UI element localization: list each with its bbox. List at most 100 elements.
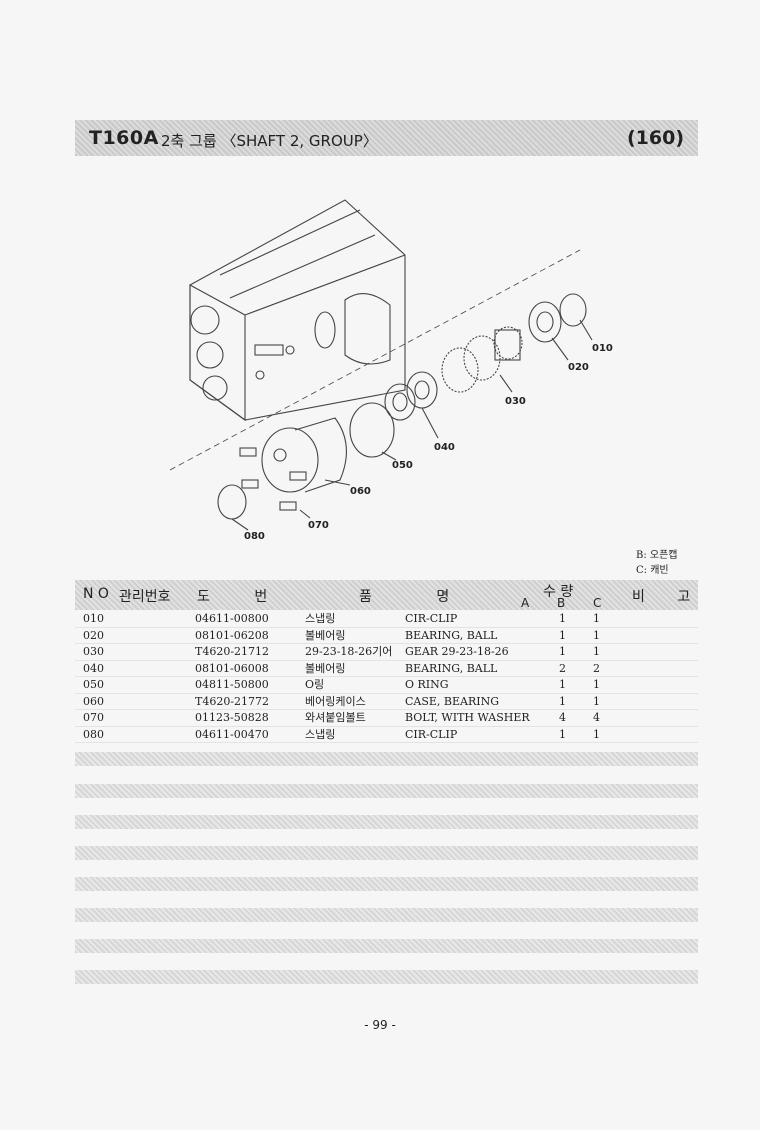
cell-korean-name: 와셔붙임볼트 xyxy=(305,711,366,724)
table-row: 070 01123-50828 와셔붙임볼트 BOLT, WITH WASHER… xyxy=(75,710,698,727)
header-part-name: 품 명 xyxy=(359,589,450,605)
blank-row-band xyxy=(75,939,698,953)
header-mgmt-number: 관리번호 xyxy=(119,589,171,605)
cell-english-name: CASE, BEARING xyxy=(405,694,500,708)
cell-english-name: CIR-CLIP xyxy=(405,612,458,625)
cell-korean-name: 볼베어링 xyxy=(305,628,346,642)
cell-english-name: GEAR 29-23-18-26 xyxy=(405,645,509,658)
cell-no: 020 xyxy=(83,628,104,642)
blank-row-band xyxy=(75,752,698,766)
cell-no: 040 xyxy=(83,661,104,675)
cell-no: 010 xyxy=(83,612,104,625)
cell-qty-c: 1 xyxy=(593,645,600,658)
cell-part-number: 08101-06008 xyxy=(195,661,269,675)
gear-030 xyxy=(441,326,523,393)
callout-060: 060 xyxy=(350,486,371,497)
blank-row-band xyxy=(75,784,698,798)
cell-part-number: T4620-21712 xyxy=(195,645,270,658)
header-drawing-number: 도 번 xyxy=(197,589,268,605)
blank-row-band xyxy=(75,846,698,860)
cell-korean-name: 베어링케이스 xyxy=(305,694,366,708)
cell-english-name: CIR-CLIP xyxy=(405,727,458,741)
callout-080: 080 xyxy=(244,531,265,542)
callout-010: 010 xyxy=(592,343,613,354)
circlip-080 xyxy=(217,484,247,520)
cell-qty-c: 1 xyxy=(593,678,600,691)
header-qty-b: B xyxy=(557,596,566,610)
callout-070: 070 xyxy=(308,520,329,531)
bearing-case-060 xyxy=(261,417,347,493)
table-row: 020 08101-06208 볼베어링 BEARING, BALL 1 1 xyxy=(75,628,698,644)
blank-row-band xyxy=(75,970,698,984)
legend-c: C: 캐빈 xyxy=(636,565,669,576)
cell-qty-c: 1 xyxy=(593,727,600,741)
o-ring-050 xyxy=(349,402,395,458)
cell-part-number: 08101-06208 xyxy=(195,628,269,642)
bolts-070 xyxy=(239,447,307,511)
cell-korean-name: 스냅링 xyxy=(305,612,336,625)
parts-table: 010 04611-00800 스냅링 CIR-CLIP 1 1 020 081… xyxy=(75,611,698,743)
table-row: 060 T4620-21772 베어링케이스 CASE, BEARING 1 1 xyxy=(75,694,698,710)
cell-no: 080 xyxy=(83,727,104,741)
cell-no: 060 xyxy=(83,694,104,708)
cell-english-name: BOLT, WITH WASHER xyxy=(405,711,530,724)
cell-part-number: T4620-21772 xyxy=(195,694,270,708)
cell-english-name: BEARING, BALL xyxy=(405,661,498,675)
legend: B: 오픈캡 C: 캐빈 xyxy=(636,548,678,578)
table-row: 030 T4620-21712 29-23-18-26기어 GEAR 29-23… xyxy=(75,644,698,661)
cell-qty-b: 1 xyxy=(559,628,566,642)
page-number: - 99 - xyxy=(364,1018,396,1032)
cell-no: 070 xyxy=(83,711,104,724)
callout-050: 050 xyxy=(392,460,413,471)
cell-part-number: 04811-50800 xyxy=(195,678,269,691)
cell-qty-b: 1 xyxy=(559,694,566,708)
table-row: 080 04611-00470 스냅링 CIR-CLIP 1 1 xyxy=(75,727,698,743)
circlip-010 xyxy=(559,293,587,327)
cell-korean-name: 볼베어링 xyxy=(305,661,346,675)
bearings-040 xyxy=(384,371,438,421)
exploded-parts-diagram: 010 020 030 040 050 060 070 080 xyxy=(169,199,613,542)
model-code: T160A xyxy=(89,127,159,149)
header-qty-c: C xyxy=(593,596,602,610)
cell-qty-b: 1 xyxy=(559,678,566,691)
cell-english-name: O RING xyxy=(405,678,449,691)
cell-qty-c: 4 xyxy=(593,711,600,724)
transmission-housing xyxy=(189,199,406,422)
cell-qty-c: 2 xyxy=(593,661,600,675)
bearing-020 xyxy=(528,301,562,343)
cell-qty-b: 4 xyxy=(559,711,566,724)
table-row: 050 04811-50800 O링 O RING 1 1 xyxy=(75,677,698,694)
callout-020: 020 xyxy=(568,362,589,373)
cell-part-number: 04611-00470 xyxy=(195,727,269,741)
cell-part-number: 04611-00800 xyxy=(195,612,269,625)
header-no: N O xyxy=(83,586,109,602)
cell-english-name: BEARING, BALL xyxy=(405,628,498,642)
cell-korean-name: O링 xyxy=(305,678,325,691)
table-row: 010 04611-00800 스냅링 CIR-CLIP 1 1 xyxy=(75,611,698,628)
cell-qty-b: 2 xyxy=(559,661,566,675)
blank-row-band xyxy=(75,815,698,829)
callout-040: 040 xyxy=(434,442,455,453)
cell-no: 030 xyxy=(83,645,104,658)
cell-qty-c: 1 xyxy=(593,612,600,625)
header-remarks: 비 고 xyxy=(632,589,691,605)
header-quantity: 수 량 xyxy=(543,584,574,600)
table-row: 040 08101-06008 볼베어링 BEARING, BALL 2 2 xyxy=(75,661,698,677)
cell-part-number: 01123-50828 xyxy=(195,711,269,724)
blank-row-band xyxy=(75,908,698,922)
legend-b: B: 오픈캡 xyxy=(636,550,678,561)
cell-korean-name: 스냅링 xyxy=(305,727,336,741)
cell-qty-c: 1 xyxy=(593,628,600,642)
cell-no: 050 xyxy=(83,678,104,691)
cell-korean-name: 29-23-18-26기어 xyxy=(305,645,393,658)
group-title: 2축 그룹 〈SHAFT 2, GROUP〉 xyxy=(161,132,378,150)
callout-030: 030 xyxy=(505,396,526,407)
table-header: N O 관리번호 도 번 품 명 수 량 A B C 비 고 xyxy=(75,580,698,610)
blank-row-band xyxy=(75,877,698,891)
title-bar: T160A 2축 그룹 〈SHAFT 2, GROUP〉 (160) xyxy=(75,120,698,156)
cell-qty-b: 1 xyxy=(559,727,566,741)
cell-qty-c: 1 xyxy=(593,694,600,708)
header-qty-a: A xyxy=(521,596,530,610)
cell-qty-b: 1 xyxy=(559,645,566,658)
cell-qty-b: 1 xyxy=(559,612,566,625)
